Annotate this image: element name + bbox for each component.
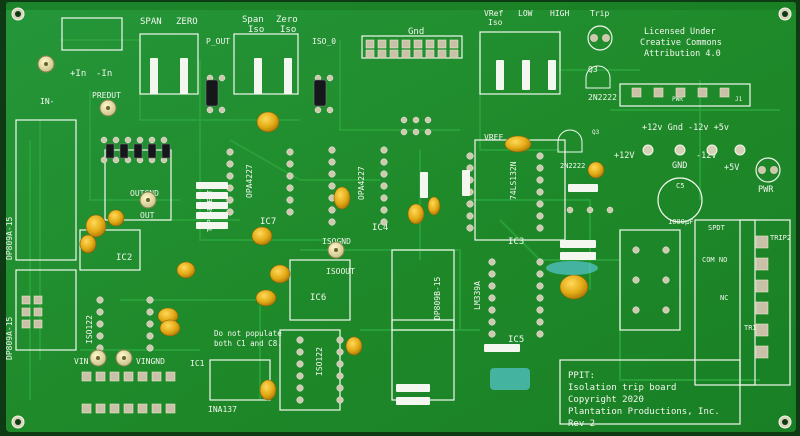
label-plus12: +12V: [614, 151, 634, 161]
ceramic-capacitor-icon: [79, 111, 605, 401]
label-span-iso2: Iso: [248, 25, 264, 35]
label-ic4: IC4: [372, 223, 388, 233]
label-c5: C5: [676, 182, 684, 190]
label-vingnd: VINGND: [136, 357, 165, 366]
silkscreen-outlines: [15, 17, 791, 425]
label-out: OUT: [140, 211, 155, 220]
resistor-label-20k2: 20K: [203, 193, 214, 200]
label-dp809a-left: DP809A-15: [5, 216, 14, 260]
title-line5: Rev 2: [568, 419, 595, 429]
label-minus12: -12V: [696, 151, 716, 161]
resistor-label-200k: 200K: [492, 345, 507, 352]
label-ic6: IC6: [310, 293, 326, 303]
transistor-footprints: [557, 65, 611, 153]
label-ic1: IC1: [190, 359, 205, 368]
label-gnd: Gnd: [408, 27, 424, 37]
title-line1: PPIT:: [568, 371, 595, 381]
license-line2: Creative Commons: [640, 38, 722, 48]
film-capacitors: [105, 79, 327, 159]
label-q3-part: 2N2222: [588, 93, 617, 102]
label-vref: VREF: [484, 133, 503, 142]
label-dp809a-left2: DP809A-15: [5, 316, 14, 360]
label-pwr-row: +12v Gnd -12v +5v: [642, 123, 729, 133]
label-trip: Trip: [590, 9, 609, 18]
label-tip-sel: TIP·SELECT: [206, 189, 214, 232]
label-vref-iso2: Iso: [488, 18, 503, 27]
resistor-label-10k-c: 10K: [574, 185, 585, 192]
label-vin: VIN: [74, 357, 89, 366]
led-footprints: [587, 25, 781, 183]
label-lm339: LM339A: [473, 281, 482, 310]
electrolytic-cap-outline: [657, 177, 703, 223]
label-ic5: IC5: [508, 335, 524, 345]
label-dp809b: DP809B-15: [433, 276, 442, 320]
resistor-label-20k3: 20K: [203, 203, 214, 210]
label-spdt: SPDT: [708, 224, 726, 232]
pin-headers: [21, 39, 769, 414]
resistor-label-10k-a: 10K: [404, 385, 415, 392]
title-line3: Copyright 2020: [568, 395, 644, 405]
resistor-label-20k5: 20K: [203, 223, 214, 230]
resistor-label-plantation: Plantation: [561, 242, 591, 248]
license-line3: Attribution 4.0: [644, 49, 721, 59]
label-in-dash: IN-: [40, 97, 54, 106]
title-line4: Plantation Productions, Inc.: [568, 407, 720, 417]
label-plus5: +5V: [724, 163, 739, 173]
label-ic3: IC3: [508, 237, 524, 247]
label-span: SPAN: [140, 17, 162, 27]
highlight-marks: [490, 261, 598, 390]
label-trip1: TRIP1: [744, 324, 765, 332]
label-isoout: ISOOUT: [326, 267, 355, 276]
label-ic7: IC7: [260, 217, 276, 227]
ic-footprints: [96, 74, 670, 404]
label-in-minus: -In: [96, 69, 112, 79]
resistor-label-10k-d: 10K: [463, 183, 470, 194]
label-j1: J1: [735, 96, 743, 103]
resistor-label-200k2: 200K: [566, 253, 581, 260]
label-q2-part: 2N2222: [560, 162, 585, 170]
label-high: HIGH: [550, 9, 569, 18]
label-vref-iso: VRef: [484, 9, 503, 18]
label-zero: ZERO: [176, 17, 198, 27]
label-pwr: PWR: [672, 96, 683, 103]
resistor-label-10k-b: 10K: [404, 398, 415, 405]
resistor-label-100k: 100K: [151, 75, 158, 90]
label-q3: Q3: [588, 65, 598, 74]
label-gnd-rail: GND: [672, 161, 687, 171]
label-zero-iso2: Iso: [280, 25, 296, 35]
label-ic2: IC2: [116, 253, 132, 263]
label-predut: PREDUT: [92, 91, 121, 100]
power-pads: [642, 144, 746, 156]
label-ls132: 74LS132N: [509, 161, 518, 200]
label-opa4227: OPA4227: [245, 164, 254, 198]
label-pwr-led: PWR: [758, 185, 774, 195]
label-iso122b: ISO122: [315, 347, 324, 376]
license-line1: Licensed Under: [644, 27, 716, 37]
label-in-plus: +In: [70, 69, 86, 79]
label-relay1: COM NO: [702, 256, 727, 264]
pcb-substrate: [6, 2, 796, 432]
label-relay2: NC: [720, 294, 728, 302]
label-zero-iso: Zero: [276, 15, 298, 25]
resistor-label-20k: 20K: [203, 183, 214, 190]
label-iso122: ISO122: [85, 315, 94, 344]
label-isognd: ISOGND: [322, 237, 351, 246]
label-p-out: P_OUT: [206, 37, 230, 46]
label-ina137: INA137: [208, 405, 237, 414]
label-span-iso: Span: [242, 15, 264, 25]
mounting-hole-icon: [11, 7, 792, 429]
resistor-label-20k4: 20K: [203, 213, 214, 220]
label-opa4227b: OPA4227: [357, 166, 366, 200]
trimpot-icon[interactable]: [37, 55, 345, 367]
resistor-footprints: [150, 58, 598, 405]
resistor-label-100k2: 100K: [181, 75, 188, 90]
note-dnp2: both C1 and C8.: [214, 339, 282, 348]
label-low: LOW: [518, 9, 533, 18]
note-dnp1: Do not populate: [214, 329, 282, 338]
label-trip2: TRIP2: [770, 234, 791, 242]
label-q3-strip: Q3: [592, 129, 600, 136]
label-iso-0: ISO_0: [312, 37, 336, 46]
title-line2: Isolation trip board: [568, 383, 676, 393]
